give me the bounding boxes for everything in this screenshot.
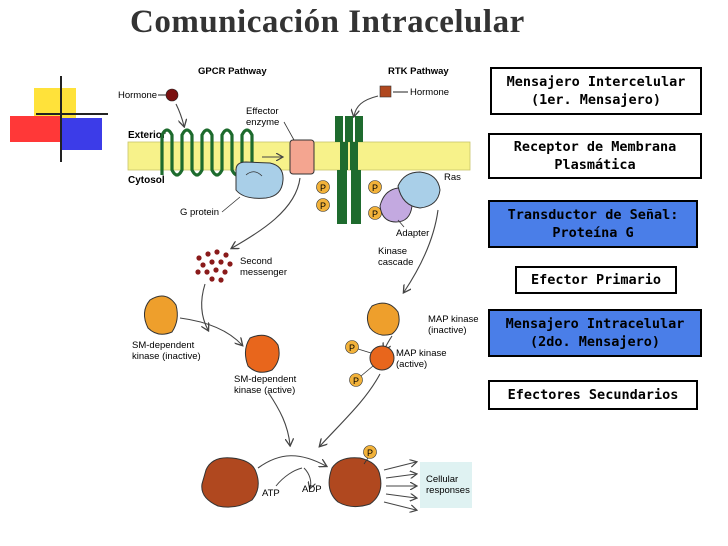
- page-title: Comunicación Intracelular: [130, 4, 525, 40]
- svg-text:P: P: [353, 376, 359, 386]
- rtk-hormone-square: [379, 85, 392, 98]
- sm-inactive-label-1: SM-dependent: [132, 340, 195, 351]
- map-active-label-1: MAP kinase: [396, 348, 447, 359]
- legend-signal-transducer: Transductor de Señal:Proteína G: [488, 200, 698, 248]
- cellular-label-1: Cellular: [426, 474, 458, 485]
- g-protein-shape: [235, 161, 284, 199]
- adapter-label: Adapter: [396, 228, 429, 239]
- sm-inactive-label-2: kinase (inactive): [132, 351, 201, 362]
- kinase-cascade-label-2: cascade: [378, 257, 413, 268]
- adp-label: ADP: [302, 484, 322, 495]
- sm-active-label-1: SM-dependent: [234, 374, 297, 385]
- effector-enzyme-shape: [289, 139, 315, 175]
- rtk-receptor: [335, 116, 363, 224]
- legend-second-messenger: Mensajero Intracelular(2do. Mensajero): [488, 309, 702, 357]
- cellular-responses-box: [420, 462, 472, 508]
- map-kinase-active-shape: [369, 345, 395, 371]
- svg-text:P: P: [372, 209, 378, 219]
- svg-text:P: P: [320, 201, 326, 211]
- g-protein-label: G protein: [180, 207, 219, 218]
- atp-label: ATP: [262, 488, 280, 499]
- effector-label-2: enzyme: [246, 117, 279, 128]
- secondary-effector-left: [201, 457, 259, 508]
- ras-shape: [397, 171, 441, 209]
- hormone-right-label: Hormone: [410, 87, 449, 98]
- sm-kinase-inactive-shape: [144, 295, 178, 335]
- ras-label: Ras: [444, 172, 461, 183]
- gpcr-pathway-label: GPCR Pathway: [198, 66, 267, 77]
- rtk-pathway-label: RTK Pathway: [388, 66, 449, 77]
- cytosol-label: Cytosol: [128, 175, 165, 186]
- decorative-blue-square: [60, 118, 102, 150]
- legend-first-messenger: Mensajero Intercelular(1er. Mensajero): [490, 67, 702, 115]
- sm-kinase-active-shape: [244, 334, 280, 373]
- exterior-label: Exterior: [128, 130, 166, 141]
- gpcr-hormone-dot: [165, 88, 179, 102]
- decorative-horizontal-line: [36, 113, 108, 115]
- map-inactive-label-1: MAP kinase: [428, 314, 479, 325]
- kinase-cascade-label-1: Kinase: [378, 246, 407, 257]
- svg-text:P: P: [349, 343, 355, 353]
- map-active-label-2: (active): [396, 359, 427, 370]
- decorative-red-square: [10, 116, 60, 142]
- second-messenger-dots: [195, 249, 233, 283]
- svg-text:P: P: [320, 183, 326, 193]
- decorative-vertical-line: [60, 76, 62, 162]
- legend-secondary-effectors: Efectores Secundarios: [488, 380, 698, 410]
- hormone-left-label: Hormone: [118, 90, 157, 101]
- effector-label-1: Effector: [246, 106, 279, 117]
- map-inactive-label-2: (inactive): [428, 325, 467, 336]
- second-messenger-label-2: messenger: [240, 267, 287, 278]
- legend-primary-effector: Efector Primario: [515, 266, 677, 294]
- phosphate-group: P P P P: [316, 180, 382, 220]
- second-messenger-label-1: Second: [240, 256, 272, 267]
- cellular-label-2: responses: [426, 485, 470, 496]
- sm-active-label-2: kinase (active): [234, 385, 295, 396]
- map-kinase-inactive-shape: [366, 302, 400, 336]
- svg-text:P: P: [372, 183, 378, 193]
- svg-text:P: P: [367, 448, 373, 458]
- secondary-effector-right: [328, 457, 382, 508]
